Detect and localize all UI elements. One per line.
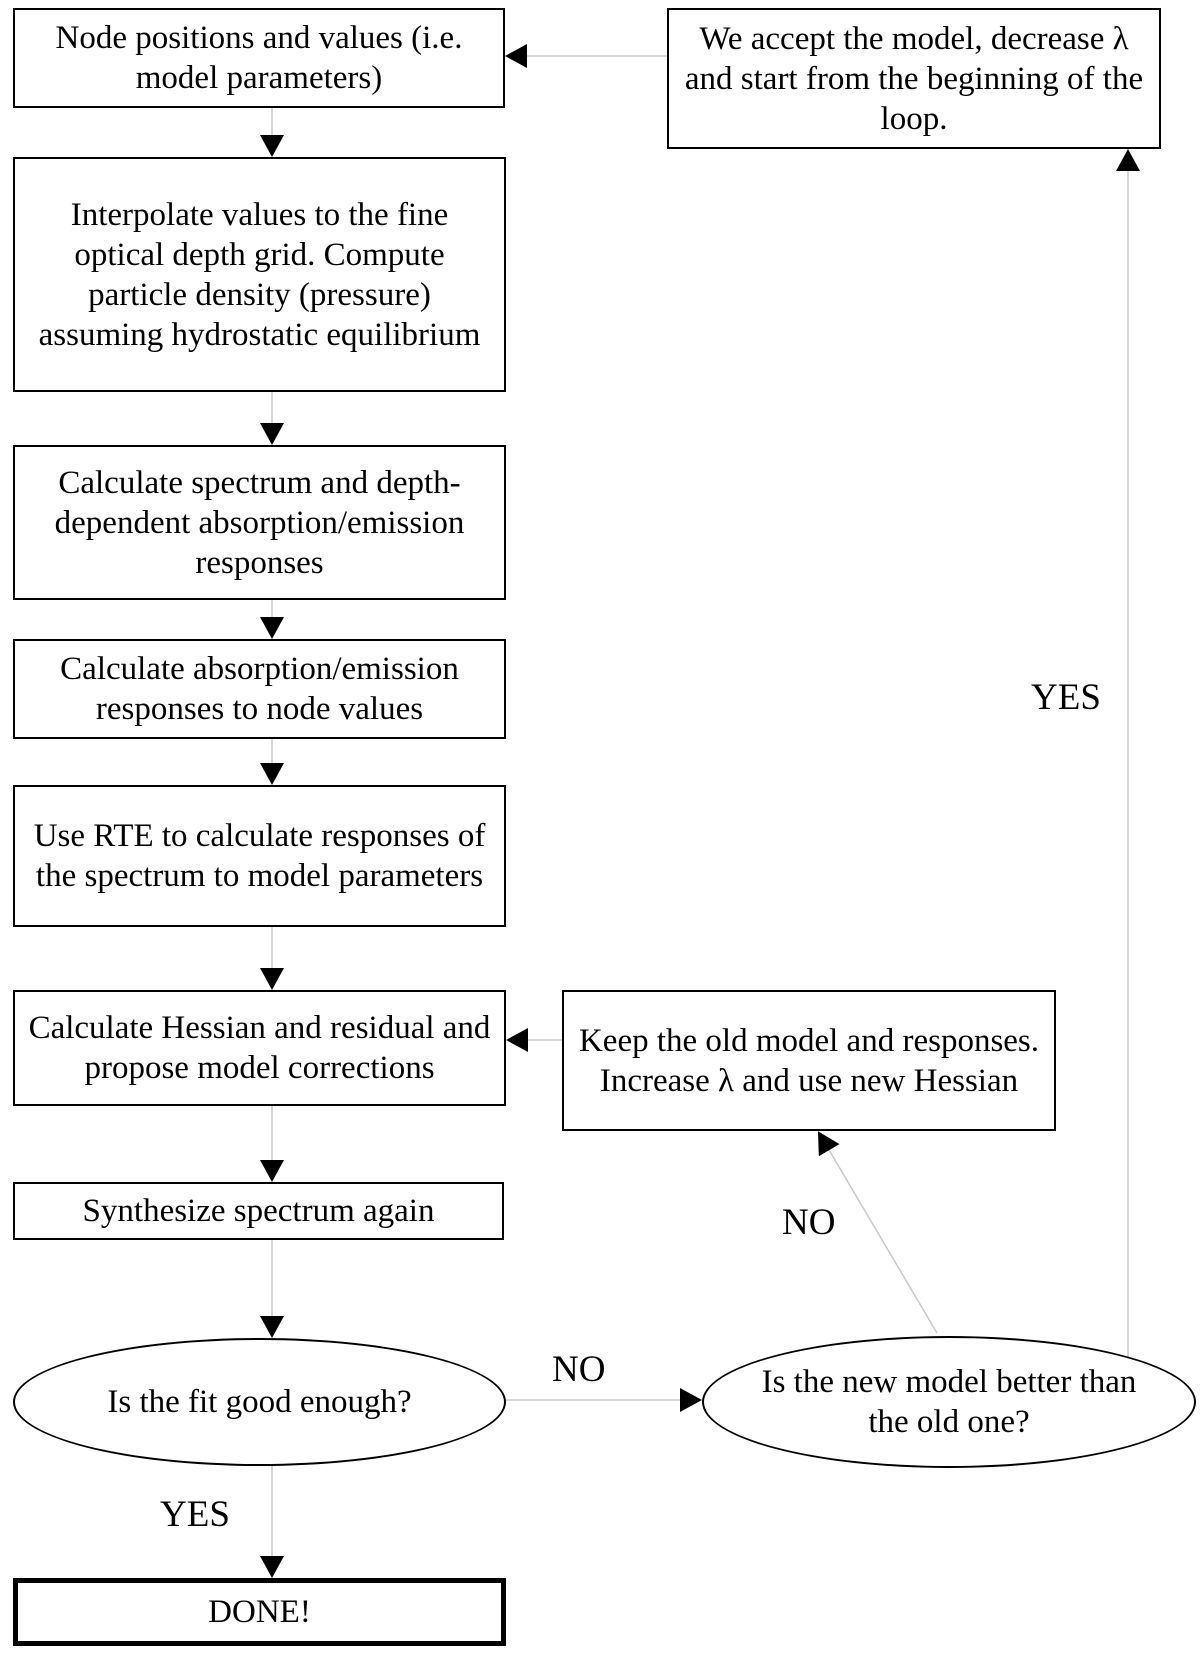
synthesize-text: Synthesize spectrum again: [82, 1193, 435, 1229]
calc-hessian-box: Calculate Hessian and residual and propo…: [13, 990, 506, 1106]
done-text: DONE!: [208, 1594, 311, 1630]
new-better-text: Is the new model better than the old one…: [761, 1364, 1137, 1440]
new-better-decision: Is the new model better than the old one…: [702, 1336, 1196, 1468]
accept-model-text: We accept the model, decrease λ and star…: [684, 20, 1144, 137]
node-positions-box: Node positions and values (i.e. model pa…: [13, 8, 505, 108]
use-rte-box: Use RTE to calculate responses of the sp…: [13, 785, 506, 927]
arrow-new-better-to-keep-old: [817, 1131, 938, 1334]
calc-abs-responses-text: Calculate absorption/emission responses …: [60, 651, 459, 727]
keep-old-text: Keep the old model and responses. Increa…: [578, 1022, 1040, 1099]
interpolate-box: Interpolate values to the fine optical d…: [13, 157, 506, 392]
better-no-label: NO: [782, 1202, 836, 1243]
calc-spectrum-text: Calculate spectrum and depth-dependent a…: [54, 464, 465, 581]
accept-model-box: We accept the model, decrease λ and star…: [667, 8, 1161, 149]
done-terminal: DONE!: [13, 1578, 506, 1646]
synthesize-box: Synthesize spectrum again: [13, 1182, 504, 1240]
calc-hessian-text: Calculate Hessian and residual and propo…: [28, 1010, 491, 1086]
use-rte-text: Use RTE to calculate responses of the sp…: [33, 818, 486, 894]
fit-yes-label: YES: [160, 1494, 230, 1535]
interpolate-text: Interpolate values to the fine optical d…: [38, 196, 481, 353]
calc-abs-responses-box: Calculate absorption/emission responses …: [13, 639, 506, 739]
fit-good-decision: Is the fit good enough?: [13, 1338, 506, 1466]
fit-no-label: NO: [552, 1349, 606, 1390]
calc-spectrum-box: Calculate spectrum and depth-dependent a…: [13, 445, 506, 600]
fit-good-text: Is the fit good enough?: [107, 1384, 412, 1420]
better-yes-label: YES: [1031, 677, 1101, 718]
keep-old-box: Keep the old model and responses. Increa…: [562, 990, 1056, 1131]
node-positions-text: Node positions and values (i.e. model pa…: [55, 20, 463, 96]
